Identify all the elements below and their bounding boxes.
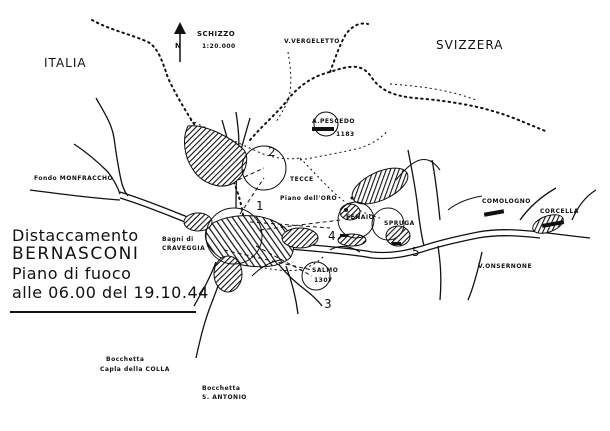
place-bagni-line1: Bagni di bbox=[162, 236, 194, 243]
place-fenaio: FENAIO bbox=[346, 214, 375, 221]
position-3: 3 bbox=[324, 297, 333, 311]
title-underline bbox=[10, 311, 196, 313]
place-pescedo: A.PESCEDO bbox=[312, 118, 355, 125]
title-line-1: Distaccamento bbox=[12, 226, 139, 245]
sketch-label: SCHIZZO bbox=[197, 30, 236, 38]
place-piano-oro: Piano dell'ORO bbox=[280, 195, 338, 202]
position-5: 5 bbox=[412, 245, 421, 259]
north-letter: N bbox=[175, 42, 182, 50]
title-block: Distaccamento BERNASCONI Piano di fuoco … bbox=[12, 226, 209, 302]
place-pescedo-elevation: 1183 bbox=[336, 131, 355, 138]
position-4: 4 bbox=[328, 229, 337, 243]
title-line-3: Piano di fuoco bbox=[12, 264, 132, 283]
title-line-4: alle 06.00 del 19.10.44 bbox=[12, 283, 209, 302]
title-line-2: BERNASCONI bbox=[12, 244, 140, 264]
place-corcella: CORCELLA bbox=[540, 208, 579, 215]
place-bocchetta-antonio-line1: Bocchetta bbox=[202, 385, 241, 392]
ridges bbox=[251, 158, 483, 277]
lines-of-fire bbox=[223, 167, 341, 277]
place-fondo-monfracchio: Fondo MONFRACCHO bbox=[34, 175, 114, 182]
place-bocchetta-colla-line1: Bocchetta bbox=[106, 356, 145, 363]
place-tecce: TECCE bbox=[290, 176, 314, 183]
place-comologno: COMOLOGNO bbox=[482, 198, 531, 205]
scale-label: 1:20.000 bbox=[202, 43, 236, 50]
place-bagni-line2: CRAVEGGIA bbox=[162, 245, 206, 252]
place-vergeletto: V.VERGELETTO bbox=[284, 38, 340, 45]
place-salmo: SALMO bbox=[312, 267, 339, 274]
settlement-marks bbox=[312, 127, 565, 245]
place-salmo-elevation: 1307 bbox=[314, 277, 333, 284]
position-circles bbox=[205, 111, 405, 291]
country-italy: ITALIA bbox=[44, 56, 87, 70]
place-bocchetta-antonio-line2: S. ANTONIO bbox=[202, 394, 247, 401]
north-arrow-icon bbox=[174, 22, 186, 62]
place-bocchetta-colla-line2: Capla della COLLA bbox=[100, 366, 170, 373]
country-switzerland: SVIZZERA bbox=[436, 38, 504, 52]
place-onsernone: V.ONSERNONE bbox=[478, 263, 533, 270]
place-spruga: SPRUGA bbox=[384, 220, 415, 227]
position-2: 2 bbox=[268, 145, 277, 159]
position-1: 1 bbox=[256, 199, 265, 213]
